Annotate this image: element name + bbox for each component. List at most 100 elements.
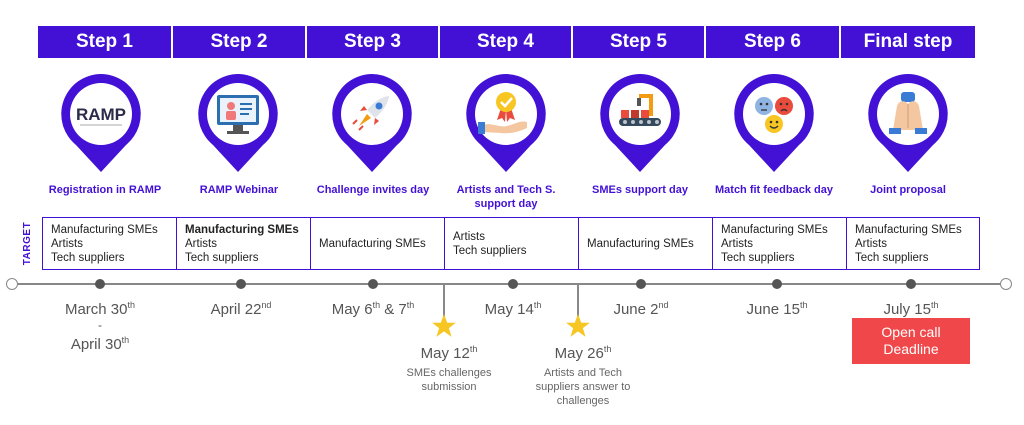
target-item: Manufacturing SMEs	[319, 237, 426, 250]
target-item: Tech suppliers	[51, 251, 125, 264]
milestone-desc-line: challenges	[556, 395, 610, 407]
final-step-pin	[863, 70, 953, 175]
step-4-header: Step 4	[440, 26, 571, 58]
date-text: May 26	[554, 345, 604, 362]
target-item: Tech suppliers	[855, 251, 929, 264]
target-item: Manufacturing SMEs	[855, 223, 962, 236]
target-item: Manufacturing SMEs	[51, 223, 158, 236]
award-hand-icon	[466, 74, 546, 172]
date-text: April 22	[210, 301, 262, 318]
date-sup: nd	[261, 300, 272, 310]
step-1-date: March 30th - April 30th	[33, 296, 167, 354]
rocket-icon	[332, 74, 412, 172]
step-4-title: Artists and Tech S. support day	[456, 184, 556, 210]
target-item: Artists	[453, 230, 485, 243]
step-5-date: June 2nd	[574, 296, 708, 319]
step-2-header: Step 2	[173, 26, 305, 58]
date-sup: th	[372, 300, 381, 310]
step-3-header: Step 3	[307, 26, 438, 58]
joined-hands-icon	[868, 74, 948, 172]
step-5-pin	[595, 70, 685, 175]
step-5-header: Step 5	[573, 26, 704, 58]
timeline-dot-step-5	[636, 279, 646, 289]
timeline-dot-step-2	[236, 279, 246, 289]
timeline-dot-step-1	[95, 279, 105, 289]
milestone-1-star-icon	[432, 314, 456, 337]
step-6-targets: Manufacturing SMEs Artists Tech supplier…	[712, 217, 847, 270]
target-label-text: TARGET	[22, 221, 34, 265]
date-sup: th	[931, 300, 939, 310]
ramp-logo-text: RAMP	[76, 105, 126, 124]
date-sup: th	[406, 300, 415, 310]
step-1-header: Step 1	[38, 26, 171, 58]
target-item: Artists	[51, 237, 83, 250]
milestone-1-date: May 12th	[382, 344, 516, 362]
date-text: May 14	[484, 301, 534, 318]
date-text: June 2	[613, 301, 659, 318]
date-sup: th	[603, 344, 612, 354]
target-item: Artists	[185, 237, 217, 250]
date-text: & 7	[380, 301, 407, 318]
target-item: Manufacturing SMEs	[185, 223, 299, 236]
date-sup: th	[533, 300, 542, 310]
feedback-faces-icon	[734, 74, 814, 172]
target-item: Tech suppliers	[185, 251, 259, 264]
step-3-date: May 6th & 7th	[306, 296, 440, 319]
step-6-title: Match fit feedback day	[715, 184, 833, 196]
milestone-2-line	[577, 284, 579, 322]
step-4-pin	[461, 70, 551, 175]
step-2-title: RAMP Webinar	[199, 184, 279, 196]
target-item: Manufacturing SMEs	[587, 237, 694, 250]
target-item: Artists	[721, 237, 753, 250]
timeline-dot-final-step	[906, 279, 916, 289]
timeline-dot-step-3	[368, 279, 378, 289]
timeline-dot-step-4	[508, 279, 518, 289]
final-step-date: July 15th	[844, 296, 978, 319]
deadline-line-1: Open call	[881, 324, 941, 340]
target-label: TARGET	[14, 217, 42, 269]
date-separator: -	[98, 318, 102, 332]
step-3-targets: Manufacturing SMEs	[310, 217, 445, 270]
target-item: Artists	[855, 237, 887, 250]
date-sup: th	[799, 300, 808, 310]
milestone-1-description: SMEs challenges submission	[382, 366, 516, 394]
milestone-2-date: May 26th	[516, 344, 650, 362]
step-4-date: May 14th	[446, 296, 580, 319]
date-sup: th	[469, 344, 478, 354]
target-item: Tech suppliers	[453, 244, 527, 257]
webinar-monitor-icon	[198, 74, 278, 172]
open-call-deadline-badge: Open call Deadline	[852, 318, 970, 364]
final-step-header: Final step	[841, 26, 975, 58]
date-text: July 15	[883, 301, 931, 318]
step-2-targets: Manufacturing SMEs Artists Tech supplier…	[176, 217, 311, 270]
ramp-logo-icon: RAMP	[61, 74, 141, 172]
date-sup: th	[121, 335, 130, 345]
timeline-start-cap	[6, 278, 18, 290]
milestone-desc-line: SMEs challenges	[406, 367, 492, 379]
deadline-line-2: Deadline	[883, 341, 939, 357]
timeline-line	[12, 283, 1002, 285]
timeline-dot-step-6	[772, 279, 782, 289]
step-1-pin: RAMP	[56, 70, 146, 175]
date-text: May 12	[420, 345, 470, 362]
step-2-pin	[193, 70, 283, 175]
step-1-targets: Manufacturing SMEs Artists Tech supplier…	[42, 217, 177, 270]
date-sup: th	[127, 300, 136, 310]
step-1-title: Registration in RAMP	[48, 184, 162, 196]
step-6-date: June 15th	[710, 296, 844, 319]
timeline-end-cap	[1000, 278, 1012, 290]
date-text: March 30	[64, 301, 128, 318]
step-6-header: Step 6	[706, 26, 839, 58]
date-sup: nd	[658, 300, 669, 310]
target-item: Tech suppliers	[721, 251, 795, 264]
step-3-pin	[327, 70, 417, 175]
date-text: June 15	[746, 301, 800, 318]
step-2-date: April 22nd	[174, 296, 308, 319]
date-text: May 6	[331, 301, 373, 318]
milestone-desc-line: Artists and Tech	[543, 367, 623, 379]
date-text: April 30	[70, 336, 122, 353]
milestone-desc-line: submission	[421, 381, 477, 393]
step-3-title: Challenge invites day	[316, 184, 430, 196]
step-5-title: SMEs support day	[592, 184, 688, 196]
step-6-pin	[729, 70, 819, 175]
